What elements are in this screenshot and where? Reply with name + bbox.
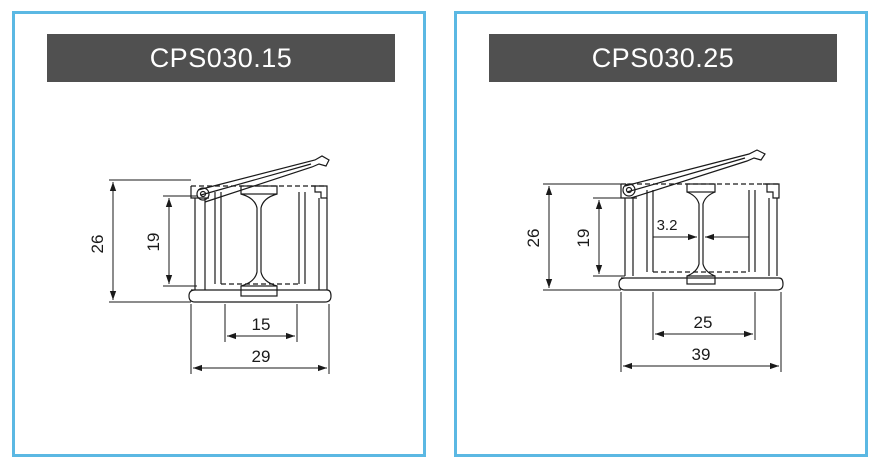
chain-link-profile [188,155,332,303]
dimension-height-inner: 19 [574,229,593,248]
panel-title: CPS030.15 [47,34,395,82]
dimension-width-inner: 15 [252,315,271,334]
dimension-height-inner: 19 [144,233,163,252]
chain-link-profile [618,149,784,291]
cross-section-drawing: 26 19 15 29 [88,155,332,374]
cross-section-drawing: 26 19 3.2 25 39 [524,149,784,372]
dimension-height-outer: 26 [88,235,107,254]
drawing-panel-cps030-15: CPS030.15 [12,11,426,457]
dimension-width-inner: 25 [694,313,713,332]
dimension-lines [109,179,330,374]
dimension-lines [543,183,782,372]
dimension-height-outer: 26 [524,229,543,248]
drawing-panel-cps030-25: CPS030.25 [454,11,868,457]
dimension-web-thickness: 3.2 [657,217,678,234]
dimension-width-outer: 29 [252,347,271,366]
dimension-width-outer: 39 [692,345,711,364]
panel-title: CPS030.25 [489,34,837,82]
